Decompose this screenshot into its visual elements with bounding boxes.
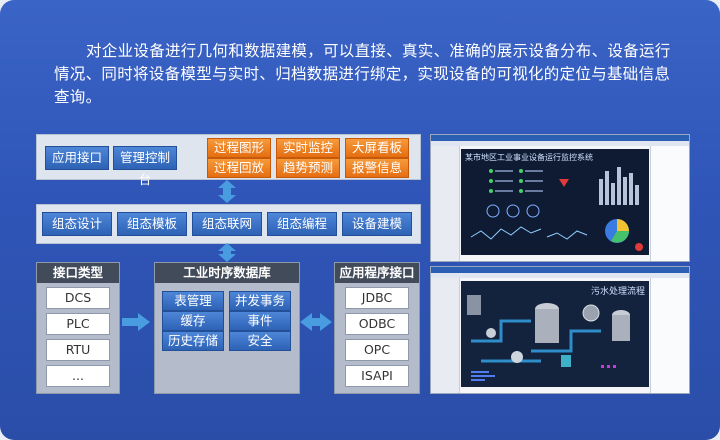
feature-trend-forecast[interactable]: 趋势预测 [276,158,340,178]
interface-item-plc: PLC [46,313,110,335]
feature-process-playback[interactable]: 过程回放 [207,158,271,178]
db-cache: 缓存 [162,311,224,331]
feature-alarm-info[interactable]: 报警信息 [345,158,409,178]
config-design-button[interactable]: 组态设计 [42,212,112,236]
feature-realtime-monitor[interactable]: 实时监控 [276,138,340,158]
app-interface-jdbc: JDBC [345,287,409,309]
intro-text: 对企业设备进行几何和数据建模，可以直接、真实、准确的展示设备分布、设备运行情况、… [54,42,671,106]
application-layer-panel: 应用接口 管理控制台 过程图形 实时监控 大屏看板 过程回放 趋势预测 报警信息 [36,134,421,187]
feature-big-screen[interactable]: 大屏看板 [345,138,409,158]
monitoring-screenshot: 某市地区工业事业设备运行监控系统 [430,134,690,262]
sewage-title: 污水处理流程 [590,287,645,297]
interface-item-more: ... [46,365,110,387]
monitoring-graphics [470,167,643,251]
monitoring-title: 某市地区工业事业设备运行监控系统 [465,153,593,162]
db-history-storage: 历史存储 [162,331,224,351]
db-security: 安全 [229,331,291,351]
app-interface-isapi: ISAPI [345,365,409,387]
app-interfaces-box: 应用程序接口 JDBC ODBC OPC ISAPI [334,262,420,394]
interface-item-dcs: DCS [46,287,110,309]
sewage-process-screenshot: 污水处理流程 [430,266,690,394]
admin-console-button[interactable]: 管理控制台 [113,146,177,187]
config-template-button[interactable]: 组态模板 [117,212,187,236]
db-table-management: 表管理 [162,291,224,311]
time-series-db-box: 工业时序数据库 表管理 并发事务 缓存 事件 历史存储 安全 [154,262,300,394]
db-event: 事件 [229,311,291,331]
device-modeling-button[interactable]: 设备建模 [342,212,412,236]
feature-process-graphics[interactable]: 过程图形 [207,138,271,158]
config-programming-button[interactable]: 组态编程 [267,212,337,236]
interface-item-rtu: RTU [46,339,110,361]
configuration-layer-panel: 组态设计 组态模板 组态联网 组态编程 设备建模 [36,204,421,244]
app-interface-opc: OPC [345,339,409,361]
config-network-button[interactable]: 组态联网 [192,212,262,236]
app-interface-odbc: ODBC [345,313,409,335]
sewage-graphics [467,295,630,381]
app-interface-button[interactable]: 应用接口 [45,146,109,170]
db-concurrent-transaction: 并发事务 [229,291,291,311]
interface-types-title: 接口类型 [37,263,119,283]
interface-types-box: 接口类型 DCS PLC RTU ... [36,262,120,394]
time-series-db-title: 工业时序数据库 [155,263,299,283]
app-interfaces-title: 应用程序接口 [335,263,419,283]
intro-paragraph: 对企业设备进行几何和数据建模，可以直接、真实、准确的展示设备分布、设备运行情况、… [54,40,674,109]
